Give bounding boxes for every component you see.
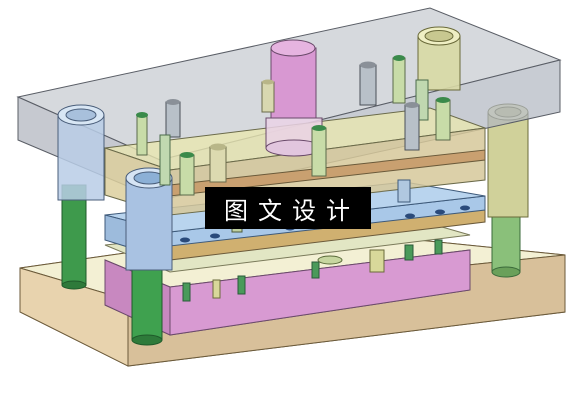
guide-post-left-back	[61, 184, 87, 290]
guide-bushing-left-back	[57, 104, 105, 201]
upper-punches	[136, 55, 451, 196]
guide-bushing-right-back	[417, 26, 461, 91]
caption-label: 图文设计	[205, 187, 371, 229]
guide-post-left-front	[131, 264, 163, 346]
lower-pins	[182, 239, 443, 302]
